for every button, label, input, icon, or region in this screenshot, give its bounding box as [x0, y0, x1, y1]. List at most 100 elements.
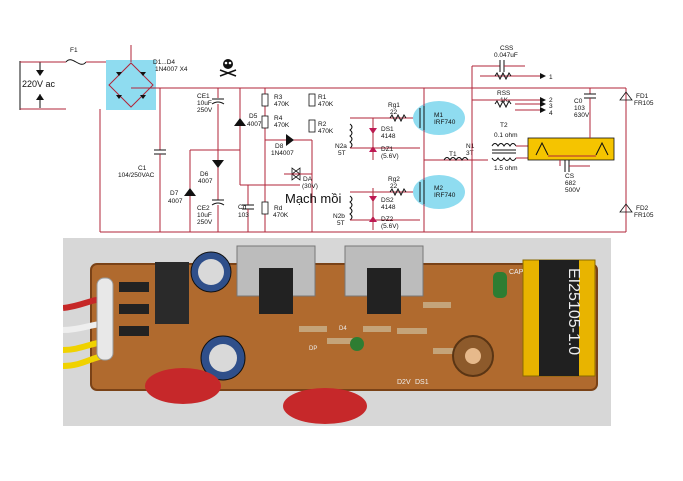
dz2-label: DZ2: [381, 216, 394, 223]
ce2-value2: 250V: [197, 219, 213, 226]
m1-label: M1: [434, 112, 443, 119]
fd2-value: FR105: [634, 212, 654, 219]
d8-value: 1N4007: [271, 150, 294, 157]
transformer-label: EI25105-1.0: [565, 268, 582, 355]
da-value: (30V): [302, 183, 318, 190]
r3-label: R3: [274, 94, 283, 101]
rd-value: 470K: [273, 212, 289, 219]
d1d4-value: 1N4007 X4: [155, 66, 188, 73]
resistor-rg2: [389, 187, 407, 197]
n2a-value: 5T: [338, 150, 346, 157]
ce1-label: CE1: [197, 93, 210, 100]
diode-d6: [212, 160, 224, 168]
starter-circuit-label: Mạch mồi: [285, 191, 341, 206]
input-label: 220V ac: [22, 79, 56, 89]
d1d4-label: D1...D4: [153, 59, 175, 66]
rss-label: RSS: [497, 90, 511, 97]
c0-label: C0: [574, 98, 583, 105]
ds2-value: 4148: [381, 204, 396, 211]
d7-label: D7: [170, 190, 179, 197]
fuse-component: [96, 277, 114, 361]
da-label: DA: [303, 176, 313, 183]
n2a-label: N2a: [335, 143, 347, 150]
m1-value: IRF740: [434, 119, 456, 126]
cs-label: CS: [565, 173, 575, 180]
capacitor-c1-film: [145, 368, 221, 404]
diode-fd2: [619, 203, 633, 213]
ds2-label: DS2: [381, 197, 394, 204]
silk-d4: D4: [339, 326, 347, 332]
c0-value1: 103: [574, 105, 585, 112]
cs-value2: 500V: [565, 187, 581, 194]
d6-value: 4007: [198, 178, 213, 185]
cd-value: 103: [238, 212, 249, 219]
silk-cap: CAP: [509, 269, 524, 276]
transformer-t2-secondary: [491, 157, 517, 161]
d6-label: D6: [200, 171, 209, 178]
mosfet-m2-highlight: [413, 175, 465, 209]
cs-value1: 682: [565, 180, 576, 187]
resistor-rss: [494, 99, 512, 109]
n1-value: 3T: [466, 150, 474, 157]
r2-label: R2: [318, 121, 327, 128]
ds1-label: DS1: [381, 126, 394, 133]
resistor-r3: [261, 93, 269, 107]
resistor-r2: [308, 119, 316, 133]
silk-dp: DP: [309, 346, 317, 352]
n1-label: N1: [466, 143, 475, 150]
pcb-photo: EI25105-1.0 DS1 D2V CAP D4 DP: [63, 238, 611, 426]
c0-value2: 630V: [574, 112, 590, 119]
n2b-value: 5T: [337, 220, 345, 227]
capacitor-cs-film: [283, 388, 367, 424]
d8-label: D8: [275, 143, 284, 150]
diode-fd1: [619, 91, 633, 101]
c1-label: C1: [138, 165, 147, 172]
fuse-f1: [65, 59, 87, 65]
r3-value: 470K: [274, 101, 290, 108]
resistor-rss-top: [494, 71, 512, 81]
silk-ds1: DS1: [415, 379, 429, 386]
rg1-label: Rg1: [388, 102, 400, 109]
m2-label: M2: [434, 185, 443, 192]
bridge-component: [155, 262, 189, 324]
r4-label: R4: [274, 115, 283, 122]
d5-label: D5: [249, 113, 258, 120]
fd1-value: FR105: [634, 100, 654, 107]
circuit-schematic: 220V ac F1 D1...D4 1N4007 X4 C1 104/250V…: [19, 45, 654, 233]
t2-label: T2: [500, 122, 508, 129]
resistor-rd: [261, 201, 269, 215]
diode-d7: [184, 188, 196, 196]
coil-n2a: [349, 123, 353, 149]
fd1-label: FD1: [636, 93, 649, 100]
m2-value: IRF740: [434, 192, 456, 199]
css-value: 0.047uF: [494, 52, 518, 59]
rg2-label: Rg2: [388, 176, 400, 183]
r1-value: 470K: [318, 101, 334, 108]
r1-label: R1: [318, 94, 327, 101]
diode-d5: [234, 118, 246, 126]
dz1-value: (5.6V): [381, 153, 399, 160]
f1-label: F1: [70, 47, 78, 54]
dz2-value: (5.6V): [381, 223, 399, 230]
css-label: CSS: [500, 45, 514, 52]
resistor-rg1: [389, 113, 407, 123]
cd-label: Cd: [238, 204, 247, 211]
rg1-value: 22: [390, 109, 398, 116]
ds1-value: 4148: [381, 133, 396, 140]
resistor-r4: [261, 115, 269, 129]
diode-d8: [286, 134, 294, 146]
pin3-label: 3: [549, 103, 553, 110]
t2-value2: 1.5 ohm: [494, 165, 518, 172]
pin1-label: 1: [549, 74, 553, 81]
pin2-label: 2: [549, 97, 553, 104]
dz1-label: DZ1: [381, 146, 394, 153]
c1-value: 104/250VAC: [118, 172, 155, 179]
t2-value1: 0.1 ohm: [494, 132, 518, 139]
n2b-label: N2b: [333, 213, 345, 220]
fluorescent-lamp: [527, 137, 615, 161]
silk-d2v: D2V: [397, 379, 411, 386]
bridge-rectifier: [106, 60, 156, 110]
ce2-label: CE2: [197, 205, 210, 212]
coil-t1: [443, 157, 469, 161]
fd2-label: FD2: [636, 205, 649, 212]
